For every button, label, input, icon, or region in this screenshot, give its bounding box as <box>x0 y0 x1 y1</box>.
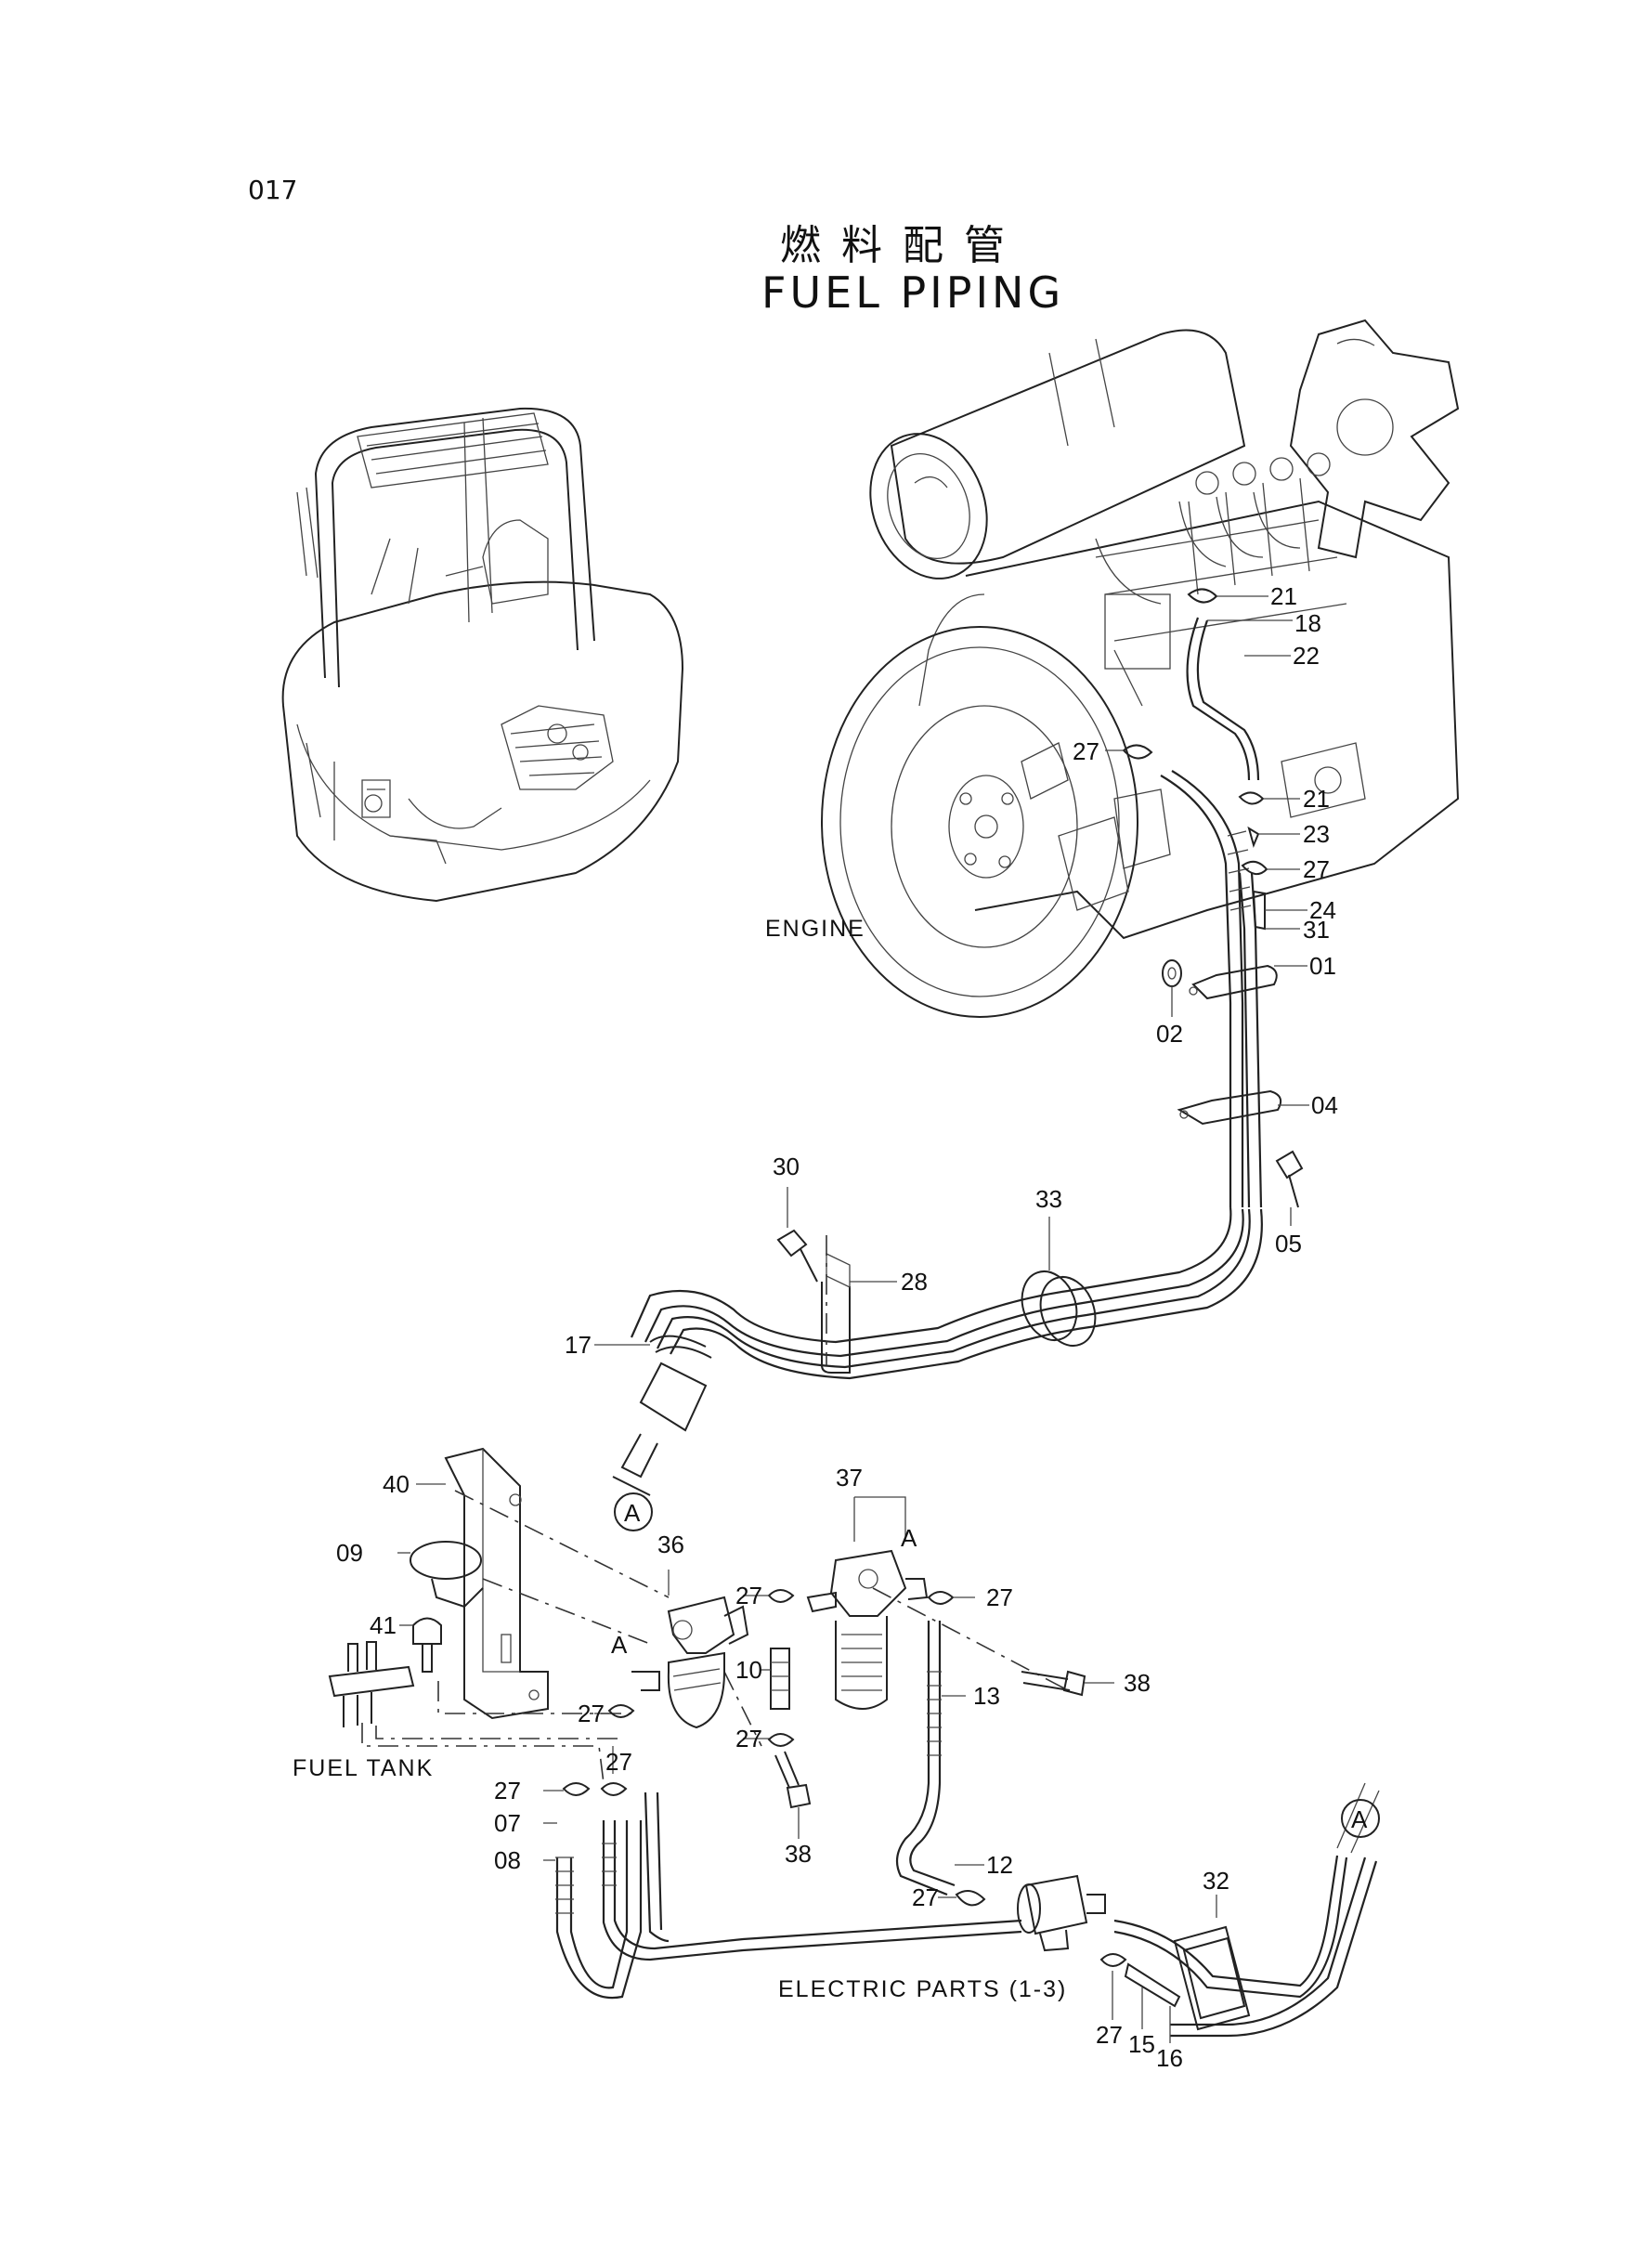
callout-08: 08 <box>494 1846 521 1874</box>
callout-01: 01 <box>1309 952 1336 980</box>
callout-17: 17 <box>565 1331 592 1359</box>
callout-33: 33 <box>1035 1185 1062 1213</box>
callout-12: 12 <box>986 1851 1013 1879</box>
callout-27-e: 27 <box>605 1748 632 1776</box>
callout-numbers: 21 18 22 27 21 23 27 24 31 01 02 04 05 3… <box>336 582 1338 2072</box>
callout-09: 09 <box>336 1539 363 1567</box>
callout-13: 13 <box>973 1682 1000 1710</box>
callout-a-37: A <box>901 1524 917 1552</box>
callout-36: 36 <box>657 1531 684 1558</box>
callout-38: 38 <box>1124 1669 1151 1697</box>
fuel-tank-caption: FUEL TANK <box>293 1755 434 1781</box>
title-japanese: 燃料配管 <box>780 222 1025 269</box>
engine-fuel-lines <box>1122 588 1304 1208</box>
callout-40: 40 <box>383 1470 410 1498</box>
callout-27-g: 27 <box>912 1883 939 1911</box>
callout-27-f: 27 <box>494 1777 521 1804</box>
engine-caption: ENGINE <box>765 916 865 942</box>
engine-illustration <box>821 319 1460 1018</box>
ref-a-lower-label: A <box>1351 1805 1368 1833</box>
callout-27: 27 <box>1073 737 1099 765</box>
page-number: 017 <box>248 175 298 205</box>
callout-27-h: 27 <box>1096 2021 1123 2049</box>
title-english: FUEL PIPING <box>761 267 1065 318</box>
callout-07: 07 <box>494 1809 521 1837</box>
lower-hose-loop <box>555 1782 1380 2038</box>
excavator-illustration <box>281 407 684 903</box>
callout-30: 30 <box>773 1153 800 1180</box>
callout-38-lower: 38 <box>785 1840 812 1868</box>
callout-a-36: A <box>611 1631 628 1659</box>
callout-22: 22 <box>1293 642 1320 670</box>
callout-27-a: 27 <box>735 1582 762 1609</box>
callout-leaders <box>397 595 1309 2043</box>
callout-31: 31 <box>1303 916 1330 944</box>
callout-28: 28 <box>901 1268 928 1296</box>
main-hose-run <box>612 1206 1263 1496</box>
bracket-assembly <box>328 1447 1086 1907</box>
callout-27-c: 27 <box>735 1725 762 1752</box>
electric-parts-caption: ELECTRIC PARTS (1-3) <box>778 1976 1067 2002</box>
callout-04: 04 <box>1311 1091 1338 1119</box>
callout-02: 02 <box>1156 1020 1183 1048</box>
callout-21: 21 <box>1270 582 1297 610</box>
reference-marker-a-lower: A <box>1341 1799 1380 1838</box>
callout-16: 16 <box>1156 2044 1183 2072</box>
callout-05: 05 <box>1275 1230 1302 1257</box>
callout-27-b: 27 <box>986 1583 1013 1611</box>
callout-37: 37 <box>836 1464 863 1492</box>
callout-27-d: 27 <box>578 1700 605 1727</box>
ref-a-upper-label: A <box>624 1499 641 1527</box>
callout-15: 15 <box>1128 2030 1155 2058</box>
callout-24: 24 <box>1309 896 1336 924</box>
callout-27-engine: 27 <box>1303 855 1330 883</box>
callout-41: 41 <box>370 1611 397 1639</box>
callout-32: 32 <box>1203 1867 1229 1895</box>
callout-10: 10 <box>735 1656 762 1684</box>
callout-18: 18 <box>1294 609 1321 637</box>
callout-23: 23 <box>1303 820 1330 848</box>
callout-21-lower: 21 <box>1303 785 1330 813</box>
reference-marker-a-upper: A <box>614 1492 653 1531</box>
